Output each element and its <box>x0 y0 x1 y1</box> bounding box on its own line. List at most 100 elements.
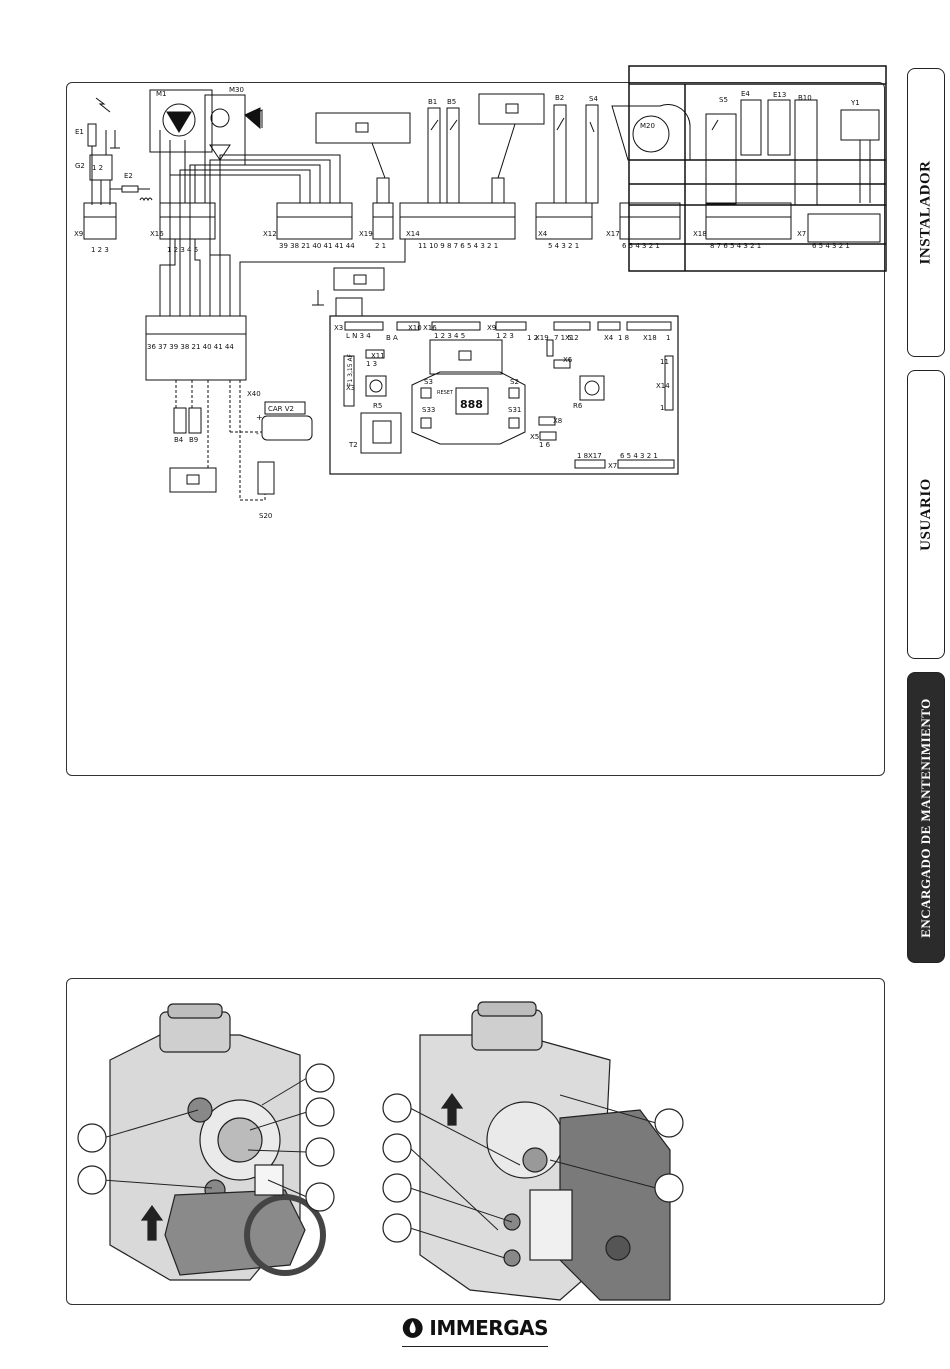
svg-text:1: 1 <box>660 404 664 412</box>
svg-text:B1: B1 <box>428 98 437 106</box>
svg-text:X17: X17 <box>606 230 620 238</box>
svg-text:B10: B10 <box>798 94 812 102</box>
svg-text:X10: X10 <box>408 324 422 332</box>
tab-encargado-de-mantenimiento[interactable]: ENCARGADO DE MANTENIMIENTO <box>907 672 945 963</box>
svg-text:X16: X16 <box>423 324 437 332</box>
brand-logo: IMMERGAS <box>402 1312 548 1344</box>
svg-text:E4: E4 <box>741 90 750 98</box>
svg-text:1 8: 1 8 <box>618 334 629 342</box>
callout-circle <box>654 1173 684 1203</box>
svg-text:R5: R5 <box>373 402 382 410</box>
svg-text:1 6: 1 6 <box>539 441 551 449</box>
svg-text:X18: X18 <box>643 334 657 342</box>
svg-text:11 10 9 8 7 6 5 4 3 2 1: 11 10 9 8 7 6 5 4 3 2 1 <box>418 242 498 250</box>
svg-text:X40: X40 <box>247 390 261 398</box>
tab-instalador[interactable]: INSTALADOR <box>907 68 945 357</box>
svg-text:E13: E13 <box>773 91 786 99</box>
svg-text:S2: S2 <box>510 378 519 386</box>
svg-text:X18: X18 <box>693 230 707 238</box>
svg-text:F1 3,15 AF: F1 3,15 AF <box>347 353 354 386</box>
svg-text:39 38 21 40 41 41 44: 39 38 21 40 41 41 44 <box>279 242 355 250</box>
svg-text:1 2 3 4 5: 1 2 3 4 5 <box>434 332 465 340</box>
svg-text:S20: S20 <box>259 512 272 520</box>
svg-text:G2: G2 <box>75 162 85 170</box>
svg-text:7 1 5: 7 1 5 <box>554 334 572 342</box>
svg-text:X8: X8 <box>553 417 562 425</box>
svg-text:M30: M30 <box>229 86 244 94</box>
svg-text:X12: X12 <box>565 334 579 342</box>
wiring-diagram: E1 G2 E2 X9 1 2 3 1 2 M1 M30 X16 1 2 3 4… <box>74 65 887 520</box>
svg-text:1: 1 <box>666 334 670 342</box>
svg-text:M1: M1 <box>156 90 167 98</box>
gas-valve-illustration <box>77 1001 684 1301</box>
svg-text:X16: X16 <box>150 230 164 238</box>
svg-text:X14: X14 <box>406 230 420 238</box>
callout-circle <box>654 1108 684 1138</box>
tab-usuario-label: USUARIO <box>917 478 934 551</box>
svg-text:8 7 6 5 4 3 2 1: 8 7 6 5 4 3 2 1 <box>710 242 761 250</box>
svg-text:1 2 3 4 5: 1 2 3 4 5 <box>167 246 198 254</box>
callout-circle <box>382 1213 412 1243</box>
svg-text:X17: X17 <box>588 452 602 460</box>
svg-text:6 5 4 3 2 1: 6 5 4 3 2 1 <box>622 242 660 250</box>
svg-text:S5: S5 <box>719 96 728 104</box>
callout-circle <box>305 1063 335 1093</box>
svg-text:X9: X9 <box>487 324 496 332</box>
svg-text:S33: S33 <box>422 406 435 414</box>
svg-text:X4: X4 <box>604 334 614 342</box>
svg-text:1 2 3: 1 2 3 <box>91 246 109 254</box>
svg-text:S31: S31 <box>508 406 521 414</box>
callout-circle <box>382 1173 412 1203</box>
svg-text:1 2 3: 1 2 3 <box>496 332 514 340</box>
svg-text:Y1: Y1 <box>850 99 860 107</box>
callout-circle <box>77 1165 107 1195</box>
tab-encargado-label: ENCARGADO DE MANTENIMIENTO <box>918 697 933 938</box>
callout-circle <box>77 1123 107 1153</box>
svg-text:+: + <box>256 413 263 422</box>
tab-instalador-label: INSTALADOR <box>917 160 934 265</box>
logo-underline <box>402 1346 548 1347</box>
svg-text:1 2: 1 2 <box>527 334 538 342</box>
svg-text:R6: R6 <box>573 402 583 410</box>
svg-text:X9: X9 <box>74 230 83 238</box>
svg-text:6 5 4 3 2 1: 6 5 4 3 2 1 <box>620 452 658 460</box>
svg-text:X7: X7 <box>608 462 617 470</box>
callout-circle <box>305 1137 335 1167</box>
svg-text:5 4 3 2 1: 5 4 3 2 1 <box>548 242 579 250</box>
callout-circle <box>305 1097 335 1127</box>
svg-text:RESET: RESET <box>437 390 454 396</box>
svg-text:B5: B5 <box>447 98 456 106</box>
callout-circle <box>305 1182 335 1212</box>
svg-text:X6: X6 <box>563 356 573 364</box>
svg-text:X12: X12 <box>263 230 277 238</box>
svg-text:X5: X5 <box>530 433 539 441</box>
callout-circle <box>382 1093 412 1123</box>
svg-text:S3: S3 <box>424 378 433 386</box>
svg-text:36 37 39 38 21 40 41 44: 36 37 39 38 21 40 41 44 <box>147 343 234 351</box>
tab-usuario[interactable]: USUARIO <box>907 370 945 659</box>
svg-text:T2: T2 <box>348 441 358 449</box>
svg-text:B9: B9 <box>189 436 198 444</box>
callout-circle <box>382 1133 412 1163</box>
svg-text:1 3: 1 3 <box>366 360 377 368</box>
svg-text:E1: E1 <box>75 128 84 136</box>
svg-text:B A: B A <box>386 334 398 342</box>
svg-text:2 1: 2 1 <box>375 242 386 250</box>
svg-text:X11: X11 <box>371 352 385 360</box>
svg-text:X3: X3 <box>334 324 343 332</box>
svg-text:CAR V2: CAR V2 <box>268 405 294 413</box>
svg-text:1 8: 1 8 <box>577 452 588 460</box>
wiring-diagram-panel <box>66 82 885 776</box>
svg-text:6 5 4 3 2 1: 6 5 4 3 2 1 <box>812 242 850 250</box>
svg-text:X4: X4 <box>538 230 548 238</box>
svg-text:L N 3 4: L N 3 4 <box>346 332 371 340</box>
brand-name: IMMERGAS <box>429 1316 548 1340</box>
flame-icon <box>402 1318 423 1338</box>
svg-text:S4: S4 <box>589 95 598 103</box>
svg-text:B4: B4 <box>174 436 184 444</box>
svg-text:M20: M20 <box>640 122 655 130</box>
svg-text:X3: X3 <box>346 384 355 392</box>
svg-text:-: - <box>256 429 259 438</box>
svg-text:X14: X14 <box>656 382 670 390</box>
svg-text:E2: E2 <box>124 172 133 180</box>
